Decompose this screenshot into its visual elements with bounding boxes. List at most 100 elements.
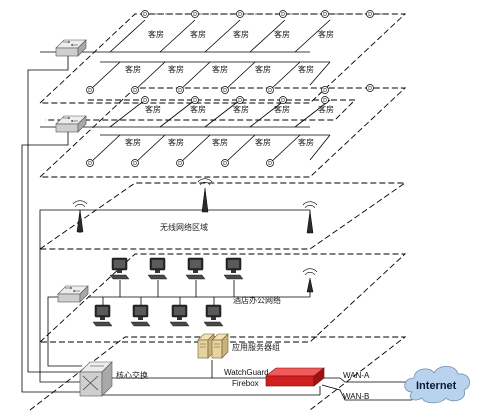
riser-wireless: [39, 209, 80, 383]
svg-text:D: D: [268, 88, 272, 94]
svg-text:D: D: [281, 98, 285, 104]
svg-text:D: D: [368, 86, 372, 92]
phone-node: D: [131, 86, 139, 94]
guest-room-label: 客房: [125, 64, 141, 74]
svg-text:D: D: [323, 12, 327, 18]
phone-node: D: [321, 86, 329, 94]
phone-node: D: [236, 10, 244, 18]
svg-text:D: D: [143, 12, 147, 18]
phone-node: D: [176, 159, 184, 167]
svg-text:D: D: [323, 98, 327, 104]
phone-nodes: D D D D D D D D D D D D D D D D D D D D …: [86, 10, 374, 167]
phone-node: D: [86, 159, 94, 167]
svg-text:D: D: [88, 161, 92, 167]
guest-room-label: 客房: [190, 29, 206, 39]
wireless-area: 无线网络区域: [72, 178, 318, 234]
office-network-label: 酒店办公网络: [233, 295, 281, 305]
phone-node: D: [191, 10, 199, 18]
guest-room-label: 客房: [212, 137, 228, 147]
svg-text:D: D: [193, 98, 197, 104]
riser-floor2: [21, 127, 80, 393]
phone-node: D: [279, 96, 287, 104]
plane-wireless: [38, 182, 407, 250]
server-group: [197, 333, 229, 359]
ap-antenna-center: [197, 178, 213, 213]
phone-node: D: [266, 86, 274, 94]
phone-node: D: [366, 84, 374, 92]
phone-node: D: [221, 159, 229, 167]
risers: [21, 52, 82, 393]
pc-workstation-icon: [130, 304, 151, 327]
phone-node: D: [221, 86, 229, 94]
guest-room-label: 客房: [168, 137, 184, 147]
guest-room-label: 客房: [233, 104, 249, 114]
firewall-model: Firebox: [232, 379, 259, 388]
core-switch: [79, 361, 113, 397]
phone-node: D: [236, 96, 244, 104]
phone-node: D: [141, 96, 149, 104]
guest-room-label: 客房: [274, 29, 290, 39]
pc-workstation-icon: [92, 304, 113, 327]
pc-workstation-icon: [203, 304, 224, 327]
guest-room-label: 客房: [298, 64, 314, 74]
guest-floor-2-wiring: [40, 99, 331, 164]
svg-text:D: D: [178, 88, 182, 94]
guest-room-label: 客房: [255, 64, 271, 74]
firewall-brand: WatchGuard: [224, 368, 269, 377]
wireless-zone-label: 无线网络区域: [160, 222, 208, 232]
phone-node: D: [321, 96, 329, 104]
guest-room-label: 客房: [274, 104, 290, 114]
phone-node: D: [141, 10, 149, 18]
svg-text:D: D: [368, 12, 372, 18]
svg-text:D: D: [238, 12, 242, 18]
internet-cloud: Internet: [404, 365, 471, 404]
core-area: 核心交换 应用服务器组 WatchGuard Firebox WAN-A WAN…: [79, 333, 471, 404]
svg-text:D: D: [323, 88, 327, 94]
guest-room-label: 客房: [212, 64, 228, 74]
access-switch-office: [57, 285, 89, 303]
plane-office: [38, 253, 407, 343]
internet-label: Internet: [416, 380, 457, 392]
pc-workstation-icon: [185, 257, 206, 280]
wan-b-link: [321, 384, 412, 401]
guest-room-label: 客房: [318, 29, 334, 39]
svg-text:D: D: [281, 12, 285, 18]
plane-guest-floor-1a: [38, 13, 407, 104]
phone-node: D: [176, 86, 184, 94]
server-group-label: 应用服务器组: [232, 342, 280, 352]
riser-floor1: [27, 52, 80, 373]
plane-core: [29, 336, 407, 411]
guest-room-label: 客房: [318, 104, 334, 114]
guest-room-label: 客房: [233, 29, 249, 39]
svg-text:D: D: [238, 98, 242, 104]
access-switch-floor1: [55, 39, 87, 57]
guest-room-label: 客房: [168, 64, 184, 74]
svg-text:D: D: [143, 98, 147, 104]
pc-workstation-icon: [109, 257, 130, 280]
pc-workstation-icon: [169, 304, 190, 327]
phone-node: D: [86, 86, 94, 94]
guest-room-label: 客房: [255, 137, 271, 147]
pc-workstation-icon: [223, 257, 244, 280]
guest-room-label: 客房: [145, 104, 161, 114]
guest-room-labels: 客房 客房 客房 客房 客房 客房 客房 客房 客房 客房 客房 客房 客房 客…: [125, 29, 334, 147]
phone-node: D: [279, 10, 287, 18]
pc-workstations: [92, 257, 244, 327]
svg-text:D: D: [178, 161, 182, 167]
guest-room-label: 客房: [148, 29, 164, 39]
phone-node: D: [131, 159, 139, 167]
svg-text:D: D: [223, 161, 227, 167]
svg-text:D: D: [88, 88, 92, 94]
ap-antenna-left: [72, 200, 88, 233]
wan-a-label: WAN-A: [343, 371, 370, 380]
phone-node: D: [366, 10, 374, 18]
plane-guest-floor-1b: [45, 99, 357, 121]
wan-b-label: WAN-B: [343, 392, 369, 401]
pc-workstation-icon: [147, 257, 168, 280]
guest-room-label: 客房: [298, 137, 314, 147]
plane-guest-floor-2: [38, 87, 407, 178]
svg-text:D: D: [193, 12, 197, 18]
guest-room-label: 客房: [190, 104, 206, 114]
phone-node: D: [191, 96, 199, 104]
